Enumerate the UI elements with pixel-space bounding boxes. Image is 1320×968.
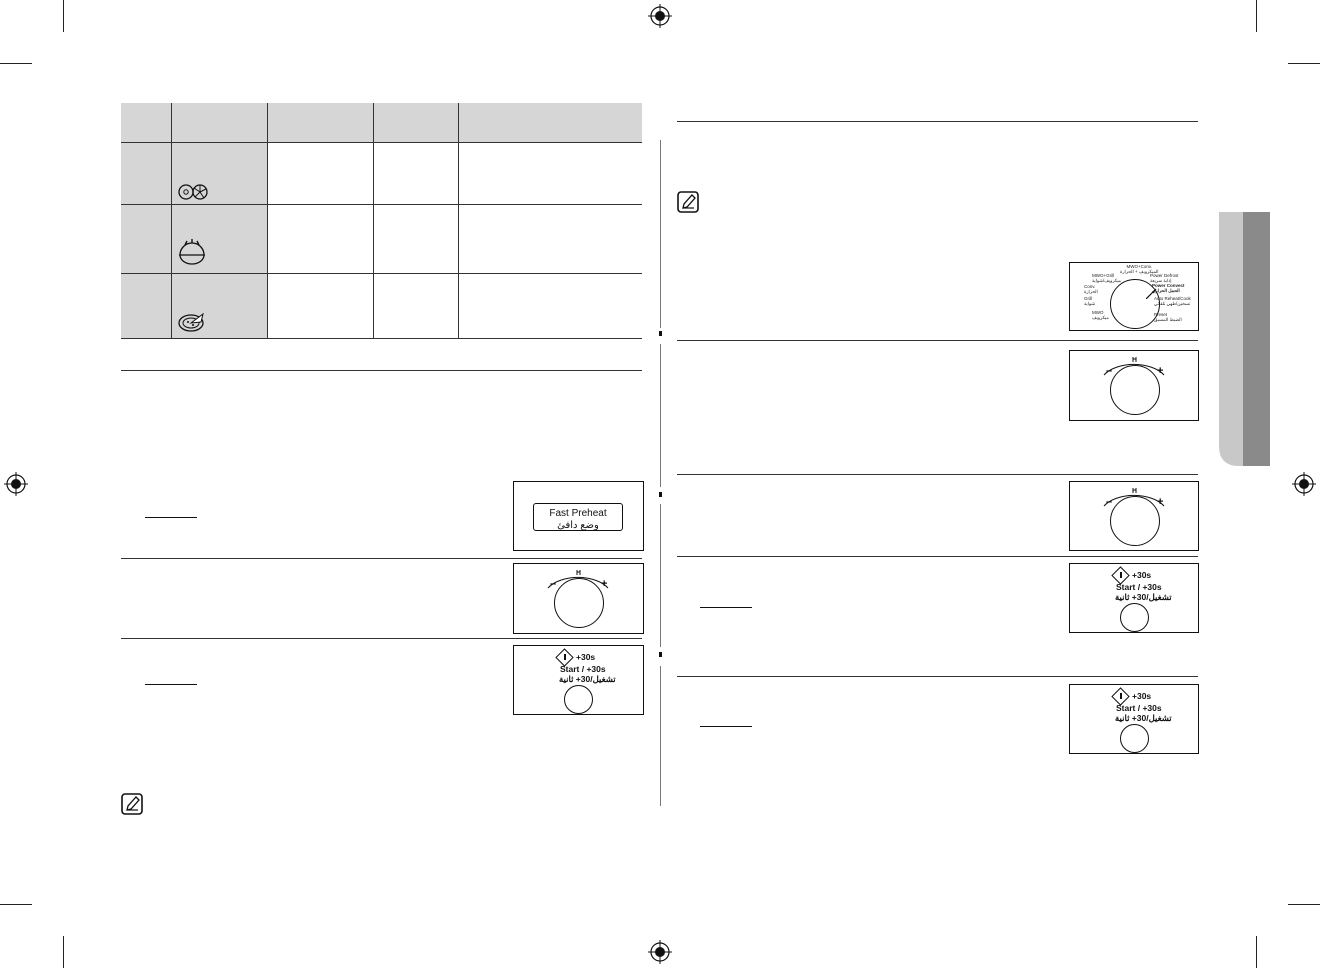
crop-mark — [0, 904, 32, 905]
underline — [700, 726, 752, 727]
pizza-icon — [178, 312, 204, 332]
crop-mark — [1288, 904, 1320, 905]
crop-mark — [1256, 0, 1257, 32]
lcd-display: Fast Preheat وضع دافئ — [533, 503, 623, 531]
note-pencil-icon — [121, 793, 143, 815]
mode-label: الضبط المسبق — [1154, 316, 1182, 322]
registration-mark-icon — [648, 4, 672, 28]
start-label-top: +30s — [1132, 691, 1152, 701]
minus-label: – — [1106, 365, 1113, 377]
mode-label: ميكرويف — [1092, 314, 1109, 320]
mode-label: شواية — [1084, 300, 1096, 306]
dial-panel: – + — [513, 563, 644, 634]
mode-label: Auto Reheat/Cook — [1154, 296, 1191, 301]
dial-arc-icon — [1103, 488, 1165, 507]
chapter-side-tab — [1219, 212, 1270, 466]
mode-label: MWO+Grill — [1092, 273, 1115, 278]
minus-label: – — [1106, 496, 1113, 508]
registration-mark-icon — [4, 472, 28, 496]
dial-pointer-icon — [1146, 288, 1157, 299]
start-label-ar: تشغيل/30+ ثانية — [1115, 713, 1172, 723]
select-dial[interactable] — [554, 578, 604, 628]
table-shaded-columns — [121, 142, 268, 339]
start-label: Start / +30s — [1116, 703, 1162, 713]
start-button[interactable] — [1120, 603, 1149, 632]
mode-label: تسخين/طهي تلقائي — [1154, 300, 1191, 306]
dial-panel: – + — [1069, 481, 1199, 551]
crop-mark — [63, 0, 64, 32]
grill-dish-icon — [179, 239, 205, 265]
start-label-ar: تشغيل/30+ ثانية — [559, 674, 616, 684]
underline — [145, 684, 197, 685]
underline — [145, 517, 197, 518]
mode-label: الحرارة — [1084, 288, 1098, 294]
section-rule — [121, 370, 642, 371]
section-rule — [121, 558, 642, 559]
crop-mark — [1288, 63, 1320, 64]
registration-mark-icon — [648, 940, 672, 964]
dial-arc-icon — [1103, 357, 1165, 376]
start-button[interactable] — [564, 685, 593, 714]
display-panel: Fast Preheat وضع دافئ — [513, 481, 644, 551]
mode-label: الميكرويف + الحرارة — [1120, 268, 1159, 274]
plus-label: + — [1157, 496, 1164, 508]
section-rule — [677, 556, 1198, 557]
mode-label: MWO — [1092, 310, 1104, 315]
start-label-ar: تشغيل/30+ ثانية — [1115, 592, 1172, 602]
note-pencil-icon — [677, 191, 699, 213]
column-divider — [660, 666, 661, 806]
mode-label: Conv. — [1084, 284, 1096, 289]
underline — [700, 607, 752, 608]
plus-label: + — [1157, 365, 1164, 377]
convection-fan-icon — [178, 184, 208, 200]
start-panel: +30s Start / +30s تشغيل/30+ ثانية — [1069, 684, 1199, 754]
mode-label: إذابة سريعة — [1150, 277, 1172, 283]
minus-label: – — [550, 578, 557, 590]
section-rule — [677, 676, 1198, 677]
mode-label: Preset — [1154, 312, 1168, 317]
start-label-top: +30s — [1132, 570, 1152, 580]
section-rule — [677, 121, 1198, 122]
mode-label: Power Defrost — [1150, 273, 1179, 278]
section-rule — [677, 474, 1198, 475]
mode-label: Grill — [1084, 296, 1092, 301]
section-rule — [121, 638, 642, 639]
mode-dial-panel: MWO+Conv. الميكرويف + الحرارة MWO+Grill … — [1069, 262, 1199, 331]
select-dial[interactable] — [1110, 365, 1160, 415]
crop-mark — [1256, 936, 1257, 968]
dial-panel: – + — [1069, 350, 1199, 421]
mode-dial[interactable] — [1110, 279, 1160, 329]
mode-label: الحمل الحراري — [1152, 287, 1180, 293]
registration-mark-icon — [1292, 472, 1316, 496]
column-divider — [660, 140, 661, 328]
start-panel: +30s Start / +30s تشغيل/30+ ثانية — [1069, 563, 1199, 633]
mode-label: ميكرويف/شواية — [1092, 277, 1122, 283]
section-rule — [677, 340, 1198, 341]
column-divider — [660, 504, 661, 647]
display-text: Fast Preheat — [549, 508, 607, 519]
start-label: Start / +30s — [1116, 582, 1162, 592]
mode-label: MWO+Conv. — [1126, 264, 1153, 269]
cooking-table — [121, 103, 642, 339]
select-dial[interactable] — [1110, 496, 1160, 546]
column-divider — [660, 344, 661, 487]
start-label-top: +30s — [576, 652, 596, 662]
crop-mark — [63, 936, 64, 968]
display-text-ar: وضع دافئ — [557, 520, 599, 531]
table-header — [121, 103, 642, 142]
crop-mark — [0, 63, 32, 64]
start-button[interactable] — [1120, 724, 1149, 753]
start-panel: +30s Start / +30s تشغيل/30+ ثانية — [513, 645, 644, 715]
dial-arc-icon — [547, 570, 609, 589]
start-label: Start / +30s — [560, 664, 606, 674]
mode-label: Power Convect — [1152, 283, 1185, 288]
plus-label: + — [601, 578, 608, 590]
